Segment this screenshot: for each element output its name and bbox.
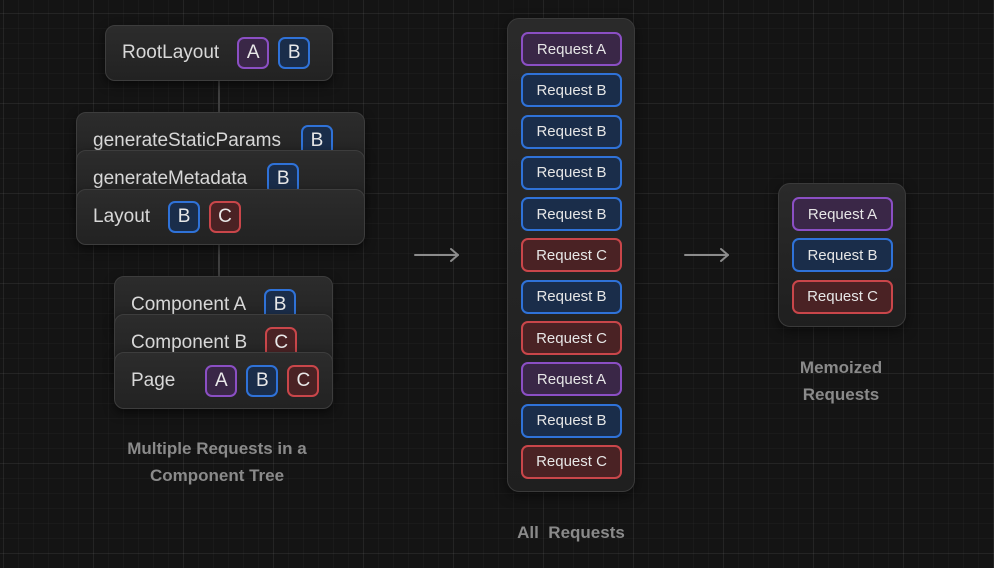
request-pill: Request A bbox=[521, 32, 622, 66]
request-pill: Request C bbox=[521, 321, 622, 356]
all-requests-panel: Request A Request B Request B Request B … bbox=[507, 18, 635, 492]
node-label: Component B bbox=[131, 332, 248, 353]
memoized-caption-line1: Memoized bbox=[799, 358, 883, 377]
tag-request-a: A bbox=[237, 37, 270, 69]
request-pill: Request C bbox=[521, 444, 622, 479]
tree-caption: Multiple Requests in a Component Tree bbox=[100, 435, 334, 489]
node-label: Page bbox=[131, 369, 176, 391]
memoized-requests-panel: Request A Request B Request C bbox=[778, 183, 906, 327]
node-label: RootLayout bbox=[122, 42, 220, 63]
tag-request-c: C bbox=[287, 364, 320, 397]
request-pill: Request B bbox=[521, 114, 622, 149]
tag-request-b: B bbox=[168, 201, 201, 233]
tree-connector-root-layout bbox=[218, 80, 220, 114]
tree-node-layout: Layout B C bbox=[76, 189, 365, 245]
request-pill: Request B bbox=[521, 197, 622, 232]
node-label: generateStaticParams bbox=[93, 130, 281, 151]
node-label: generateMetadata bbox=[93, 168, 248, 189]
tree-connector-layout-page bbox=[218, 244, 220, 278]
all-requests-caption: All Requests bbox=[517, 523, 625, 542]
arrow-right-icon bbox=[684, 248, 729, 262]
node-label: Layout bbox=[93, 206, 151, 227]
node-label: Component A bbox=[131, 294, 247, 315]
memoized-caption: Memoized Requests bbox=[770, 354, 912, 408]
tag-request-a: A bbox=[205, 364, 238, 397]
arrow-right-icon bbox=[414, 248, 459, 262]
request-pill: Request A bbox=[521, 362, 622, 397]
request-pill: Request C bbox=[792, 279, 893, 314]
tree-node-root-layout: RootLayout A B bbox=[105, 25, 333, 81]
request-pill: Request A bbox=[792, 197, 893, 231]
tree-caption-line2: Component Tree bbox=[149, 466, 285, 485]
tag-request-c: C bbox=[209, 201, 242, 233]
tree-caption-line1: Multiple Requests in a bbox=[127, 439, 307, 458]
request-pill: Request B bbox=[521, 279, 622, 314]
tree-node-page: Page A B C bbox=[114, 352, 333, 409]
tag-request-b: B bbox=[246, 364, 279, 397]
request-pill: Request B bbox=[521, 403, 622, 438]
tag-request-b: B bbox=[278, 37, 311, 69]
request-pill: Request B bbox=[792, 238, 893, 273]
request-pill: Request B bbox=[521, 155, 622, 190]
request-pill: Request C bbox=[521, 238, 622, 273]
memoized-caption-line2: Requests bbox=[802, 385, 880, 404]
request-pill: Request B bbox=[521, 73, 622, 108]
